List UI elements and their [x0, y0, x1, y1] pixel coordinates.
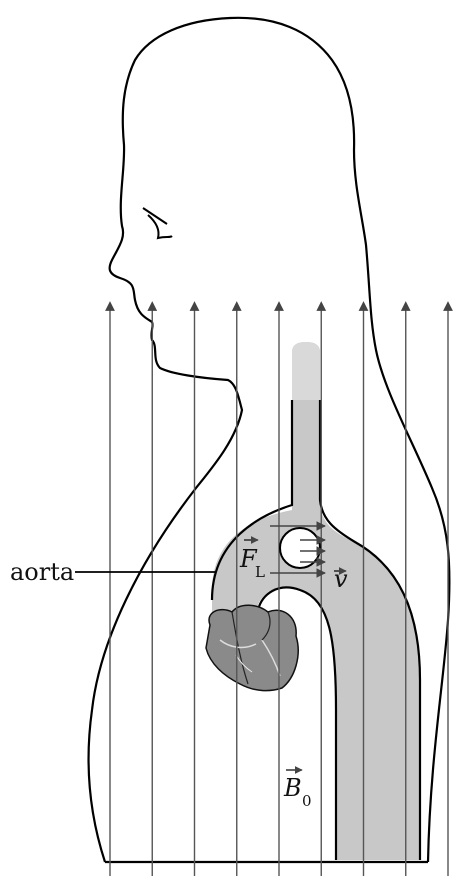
carotid-segment	[292, 342, 320, 400]
field-label: B 0	[283, 770, 312, 810]
force-subscript: L	[255, 563, 265, 581]
velocity-label: v	[334, 565, 348, 593]
velocity-symbol: v	[334, 565, 348, 593]
field-subscript: 0	[302, 792, 312, 810]
field-symbol: B	[283, 774, 302, 802]
eye	[143, 208, 172, 238]
heart	[206, 605, 298, 690]
aorta-label: aorta	[10, 558, 74, 586]
